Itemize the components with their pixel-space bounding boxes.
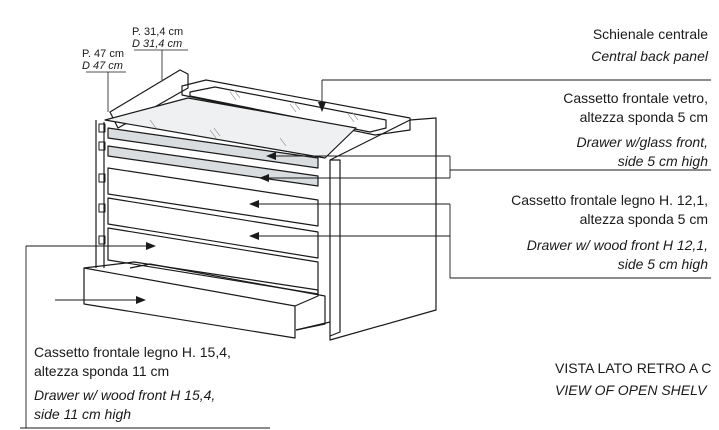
dim-label-p2-it: P. 47 cm (82, 48, 124, 60)
back-panel-top (181, 79, 411, 136)
dim-label-p1-en: D 31,4 cm (132, 38, 183, 50)
dim-label-p1-it: P. 31,4 cm (132, 26, 184, 38)
central-back-panel (189, 86, 387, 133)
wood-drawer-1 (107, 167, 319, 227)
drawer-handles (98, 123, 106, 245)
leader-lines (20, 79, 711, 429)
callout-wood121-en1: Drawer w/ wood front H 12,1, (526, 237, 708, 253)
view-label-en: VIEW OF OPEN SHELV (555, 382, 707, 398)
view-label-it: VISTA LATO RETRO A C (555, 360, 712, 376)
callout-glass-drawer-it2: altezza sponda 5 cm (579, 109, 708, 125)
callout-wood154-en2: side 11 cm high (34, 406, 132, 422)
arrowheads (136, 102, 326, 304)
glass-top (104, 97, 357, 159)
glass-drawer-1 (107, 127, 319, 169)
dim-label-p2-en: D 47 cm (82, 60, 123, 72)
back-panel-rear (109, 69, 189, 129)
dimension-lines (86, 49, 188, 112)
wood-drawer-2 (107, 197, 319, 259)
callout-wood154-en1: Drawer w/ wood front H 15,4, (34, 387, 216, 403)
callout-back-panel-en: Central back panel (591, 48, 708, 64)
cabinet-front-right (329, 159, 341, 337)
callout-wood121-en2: side 5 cm high (617, 256, 708, 272)
callout-glass-drawer-en2: side 5 cm high (617, 153, 708, 169)
callout-glass-drawer-en1: Drawer w/glass front, (576, 134, 708, 150)
callout-wood121-it2: altezza sponda 5 cm (579, 211, 708, 227)
cabinet-side-right (329, 117, 437, 341)
glass-hatching (149, 89, 359, 147)
wood-drawer-3 (107, 227, 319, 295)
callout-glass-drawer-it1: Cassetto frontale vetro, (563, 90, 708, 106)
callout-wood154-it2: altezza sponda 11 cm (34, 363, 170, 379)
callout-wood154-it1: Cassetto frontale legno H. 15,4, (34, 344, 231, 360)
callout-wood121-it1: Cassetto frontale legno H. 12,1, (511, 192, 708, 208)
callout-back-panel-it: Schienale centrale (592, 26, 708, 42)
